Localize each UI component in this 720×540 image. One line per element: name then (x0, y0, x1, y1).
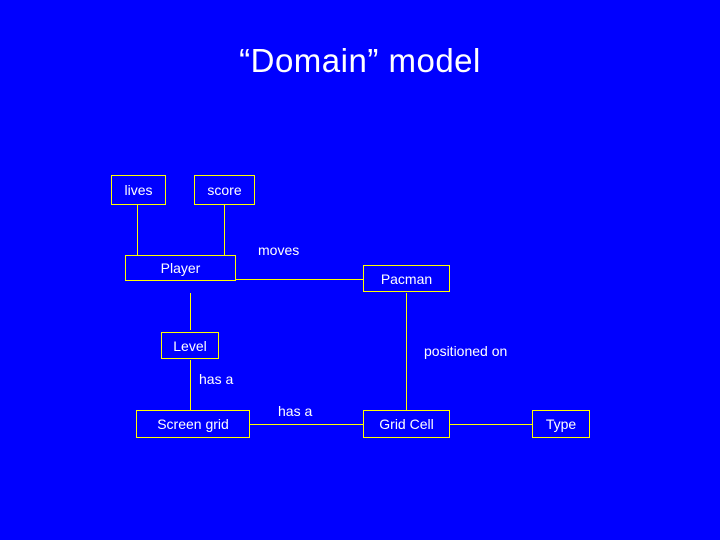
node-screen-grid-label: Screen grid (157, 416, 229, 432)
connector-pacman-to-grid-cell (406, 293, 407, 410)
node-score-label: score (207, 182, 242, 198)
node-level-label: Level (173, 337, 207, 354)
node-pacman[interactable]: Pacman (363, 265, 450, 292)
edge-label-moves: moves (258, 242, 300, 258)
node-type[interactable]: Type (532, 410, 590, 438)
node-player-label: Player (160, 260, 201, 276)
edge-label-positioned-on: positioned on (424, 343, 508, 359)
connector-lives-to-player (137, 204, 138, 256)
node-type-label: Type (545, 416, 577, 432)
connector-screen-grid-to-grid-cell (250, 424, 364, 425)
node-lives-label: lives (124, 182, 153, 198)
connector-grid-cell-to-type (450, 424, 533, 425)
node-grid-cell-label: Grid Cell (379, 416, 434, 432)
node-score[interactable]: score (194, 175, 255, 205)
edge-label-has-a-screen-grid: has a (278, 403, 313, 419)
edge-label-has-a-level: has a (199, 371, 234, 387)
node-screen-grid[interactable]: Screen grid (136, 410, 250, 438)
connector-player-to-pacman (236, 279, 364, 280)
page-title: “Domain” model (239, 42, 481, 79)
node-grid-cell[interactable]: Grid Cell (363, 410, 450, 438)
node-level[interactable]: Level (161, 332, 219, 359)
connector-level-to-screen-grid (190, 360, 191, 410)
connector-score-to-player (224, 204, 225, 256)
node-pacman-label: Pacman (380, 270, 433, 287)
node-player[interactable]: Player (125, 255, 236, 281)
node-lives[interactable]: lives (111, 175, 166, 205)
connector-player-to-level (190, 293, 191, 330)
